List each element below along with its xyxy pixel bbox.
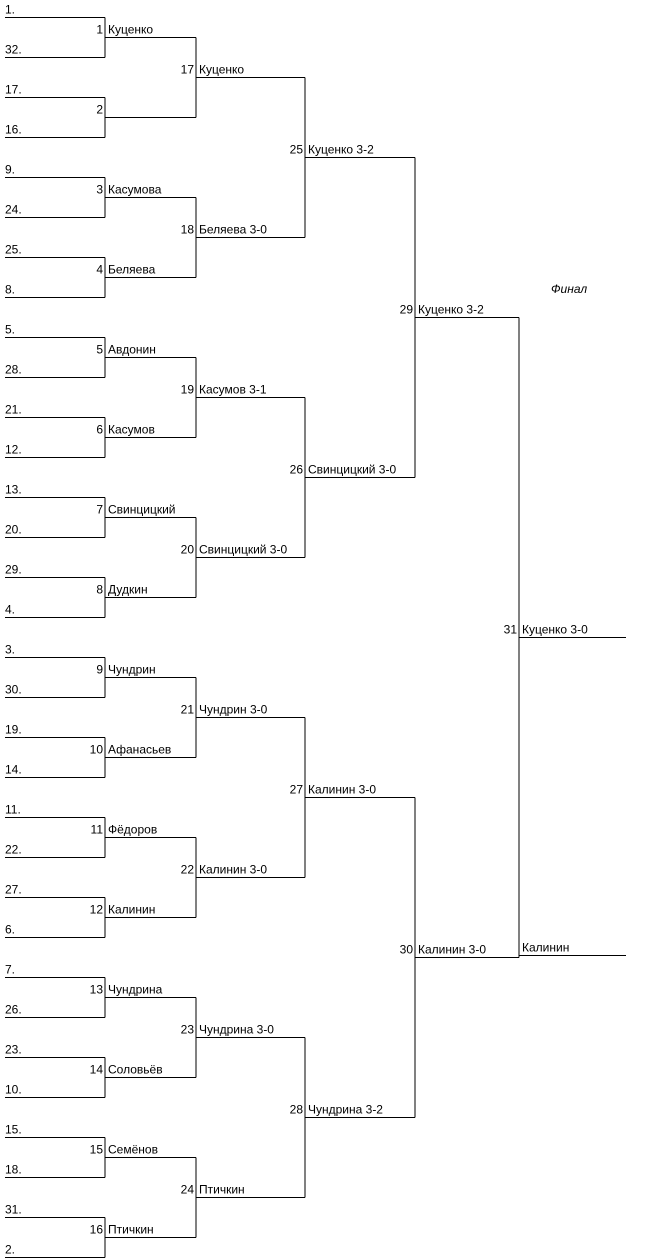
match-number: 22 [181, 863, 195, 877]
winner-name: Калинин 3-0 [418, 943, 486, 957]
seed-label: 19. [5, 723, 22, 737]
winner-name: Чундрина [108, 983, 163, 997]
match-number: 5 [96, 343, 103, 357]
winner-name: Касумов 3-1 [199, 383, 267, 397]
seed-label: 2. [5, 1243, 15, 1257]
winner-name: Беляева [108, 263, 156, 277]
winner-name: Куценко 3-0 [522, 623, 588, 637]
match-number: 28 [290, 1103, 304, 1117]
runner-up-name: Калинин [522, 941, 569, 955]
winner-name: Куценко 3-2 [308, 143, 374, 157]
match-number: 19 [181, 383, 195, 397]
seed-label: 28. [5, 363, 22, 377]
winner-name: Фёдоров [108, 823, 157, 837]
seed-label: 18. [5, 1163, 22, 1177]
seed-label: 13. [5, 483, 22, 497]
match-number: 15 [90, 1143, 104, 1157]
winner-name: Чундрина 3-2 [308, 1103, 383, 1117]
match-number: 31 [504, 623, 518, 637]
match-number: 7 [96, 503, 103, 517]
match-number: 4 [96, 263, 103, 277]
winner-name: Дудкин [108, 583, 148, 597]
winner-name: Калинин 3-0 [308, 783, 376, 797]
seed-label: 27. [5, 883, 22, 897]
winner-name: Касумова [108, 183, 162, 197]
seed-label: 7. [5, 963, 15, 977]
winner-name: Афанасьев [108, 743, 171, 757]
match-number: 11 [91, 823, 104, 837]
seed-label: 4. [5, 603, 15, 617]
winner-name: Авдонин [108, 343, 156, 357]
winner-name: Калинин [108, 903, 155, 917]
match-number: 2 [96, 103, 103, 117]
seed-label: 30. [5, 683, 22, 697]
seed-label: 16. [5, 123, 22, 137]
winner-name: Птичкин [199, 1183, 245, 1197]
seed-label: 9. [5, 163, 15, 177]
seed-label: 5. [5, 323, 15, 337]
match-number: 26 [290, 463, 304, 477]
seed-label: 32. [5, 43, 22, 57]
seed-label: 20. [5, 523, 22, 537]
seed-label: 23. [5, 1043, 22, 1057]
seed-label: 31. [5, 1203, 22, 1217]
winner-name: Свинцицкий 3-0 [199, 543, 287, 557]
winner-name: Касумов [108, 423, 155, 437]
match-number: 23 [181, 1023, 195, 1037]
winner-name: Свинцицкий [108, 503, 175, 517]
winner-name: Соловьёв [108, 1063, 163, 1077]
match-number: 25 [290, 143, 304, 157]
winner-name: Семёнов [108, 1143, 158, 1157]
seed-label: 29. [5, 563, 22, 577]
final-caption: Финал [551, 282, 587, 296]
seed-label: 8. [5, 283, 15, 297]
seed-label: 15. [5, 1123, 22, 1137]
match-number: 29 [400, 303, 414, 317]
seed-label: 14. [5, 763, 22, 777]
match-number: 27 [290, 783, 304, 797]
seed-label: 6. [5, 923, 15, 937]
winner-name: Куценко [199, 63, 244, 77]
winner-name: Куценко [108, 23, 153, 37]
match-number: 24 [181, 1183, 195, 1197]
match-number: 1 [96, 23, 103, 37]
seed-label: 3. [5, 643, 15, 657]
match-number: 6 [96, 423, 103, 437]
winner-name: Калинин 3-0 [199, 863, 267, 877]
winner-name: Куценко 3-2 [418, 303, 484, 317]
match-number: 8 [96, 583, 103, 597]
winner-name: Чундрин 3-0 [199, 703, 268, 717]
match-number: 12 [90, 903, 104, 917]
match-number: 20 [181, 543, 195, 557]
seed-label: 24. [5, 203, 22, 217]
match-number: 14 [90, 1063, 104, 1077]
match-number: 13 [90, 983, 104, 997]
seed-label: 26. [5, 1003, 22, 1017]
seed-label: 21. [5, 403, 22, 417]
winner-name: Свинцицкий 3-0 [308, 463, 396, 477]
match-number: 9 [96, 663, 103, 677]
match-number: 21 [181, 703, 195, 717]
match-number: 10 [90, 743, 104, 757]
seed-label: 25. [5, 243, 22, 257]
match-number: 17 [181, 63, 195, 77]
match-number: 30 [400, 943, 414, 957]
seed-label: 1. [5, 3, 15, 17]
seed-label: 22. [5, 843, 22, 857]
seed-label: 11. [5, 803, 21, 817]
match-number: 18 [181, 223, 195, 237]
winner-name: Чундрина 3-0 [199, 1023, 274, 1037]
seed-label: 10. [5, 1083, 22, 1097]
match-number: 3 [96, 183, 103, 197]
match-number: 16 [90, 1223, 104, 1237]
winner-name: Беляева 3-0 [199, 223, 267, 237]
winner-name: Птичкин [108, 1223, 154, 1237]
winner-name: Чундрин [108, 663, 156, 677]
seed-label: 17. [5, 83, 22, 97]
seed-label: 12. [5, 443, 22, 457]
